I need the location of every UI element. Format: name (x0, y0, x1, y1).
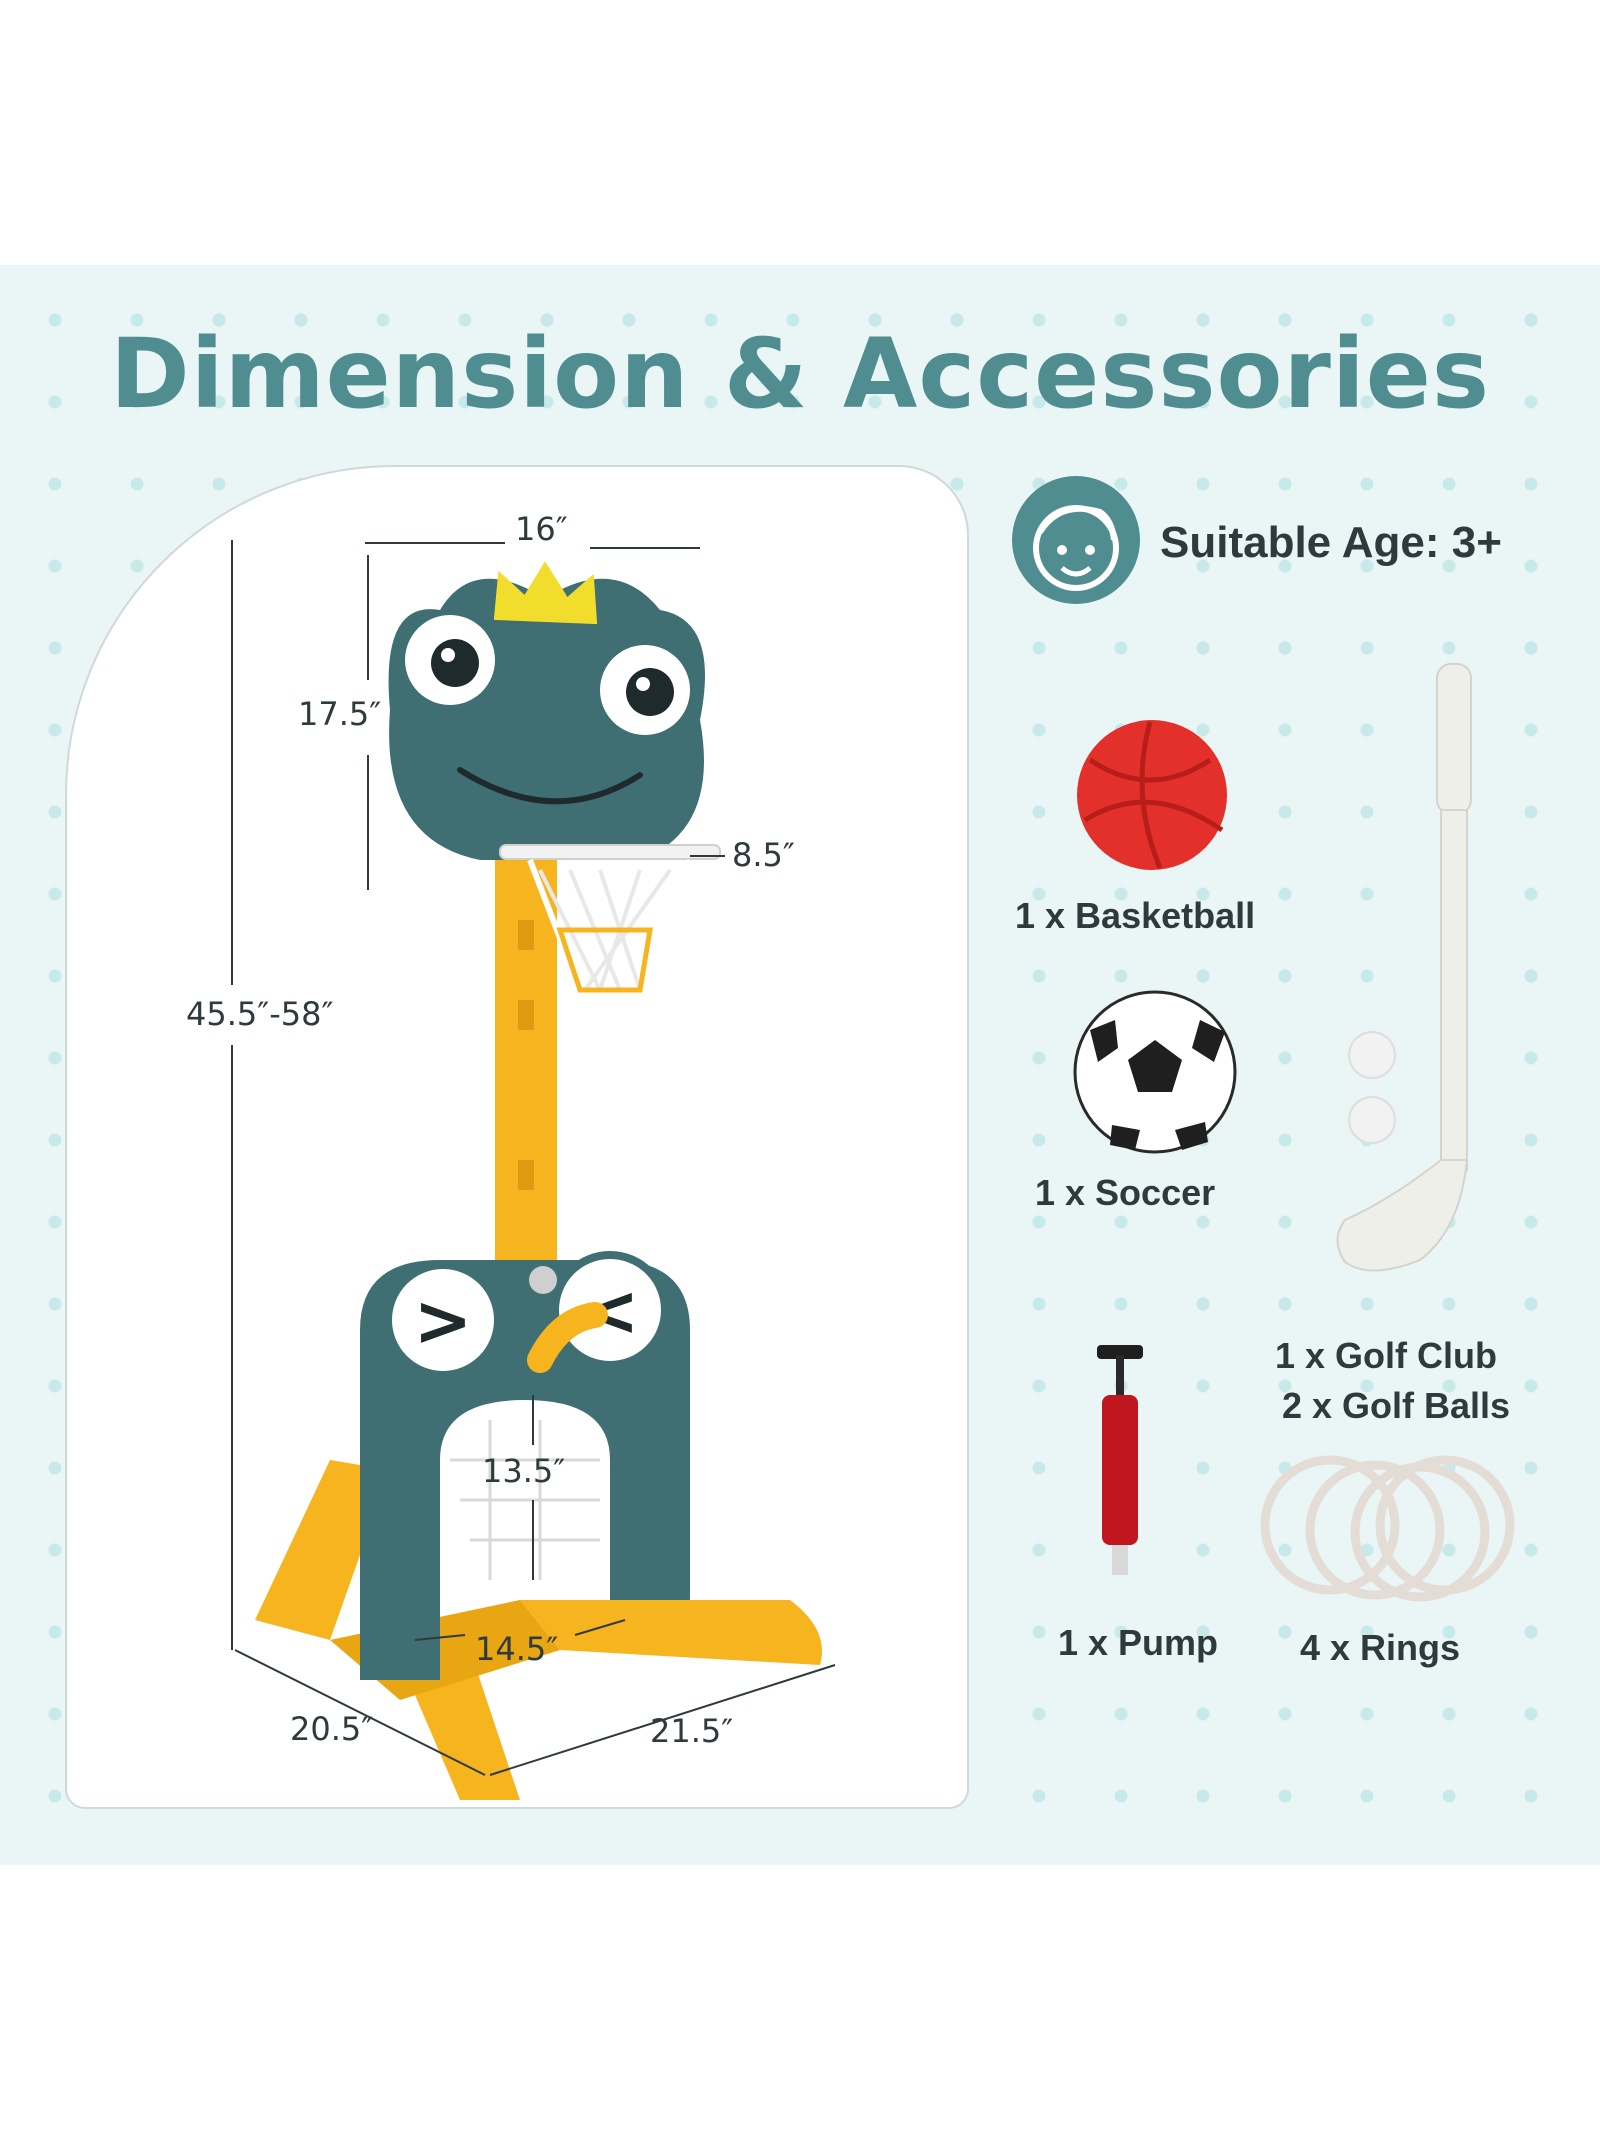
accessory-pump-label: 1 x Pump (1058, 1622, 1219, 1663)
dimension-rim-diameter: 8.5″ (732, 836, 795, 874)
dimension-backboard-height: 17.5″ (298, 695, 382, 733)
accessory-golf-balls-label: 2 x Golf Balls (1282, 1385, 1511, 1426)
yellow-pole (495, 850, 557, 1320)
dimension-goal-width: 14.5″ (475, 1630, 559, 1668)
accessory-soccer-label: 1 x Soccer (1035, 1172, 1216, 1213)
yellow-base (255, 1460, 822, 1800)
svg-text:>: > (414, 1280, 473, 1362)
accessory-rings-label: 4 x Rings (1300, 1627, 1461, 1668)
accessory-golf-club-label: 1 x Golf Club (1275, 1335, 1498, 1376)
frog-backboard (388, 561, 705, 860)
dimension-overall-height: 45.5″-58″ (186, 995, 334, 1033)
suitable-age-text: Suitable Age: 3+ (1160, 518, 1502, 567)
dimension-lines (231, 540, 836, 1776)
dimension-width-top: 16″ (515, 510, 568, 548)
dimension-base-width: 21.5″ (650, 1712, 734, 1750)
dimension-goal-height: 13.5″ (482, 1452, 566, 1490)
basketball-hoop (499, 844, 721, 993)
frog-goal-body: > < (360, 1251, 690, 1680)
accessory-basketball-label: 1 x Basketball (1015, 895, 1256, 936)
page-title: Dimension & Accessories (110, 318, 1490, 430)
dimension-base-depth: 20.5″ (290, 1710, 374, 1748)
